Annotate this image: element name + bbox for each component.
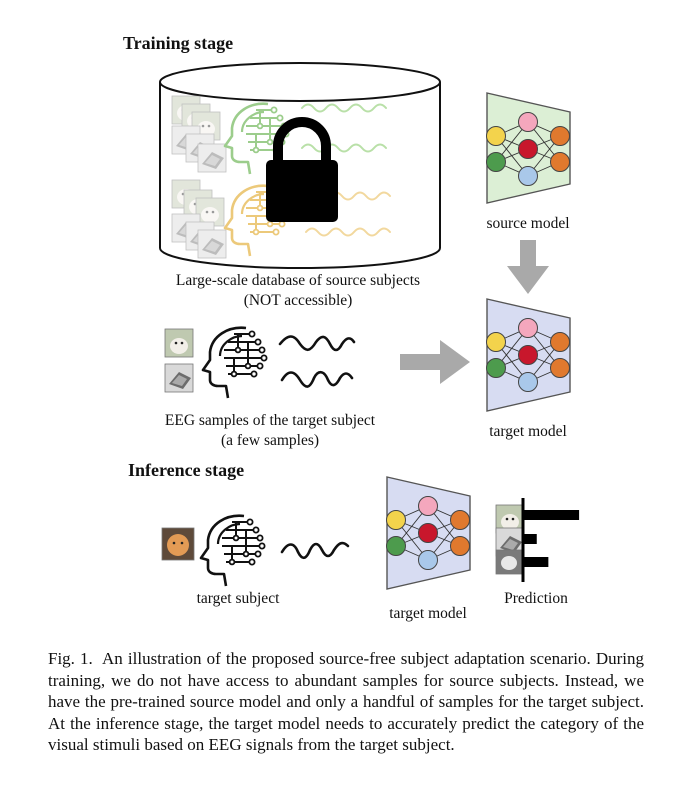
target-subject-label: target subject	[197, 590, 280, 607]
prediction-bar-3	[524, 557, 549, 567]
prediction-bar-2	[524, 534, 537, 544]
prediction-bar-1	[524, 510, 580, 520]
target-model-label-inference: target model	[389, 605, 467, 622]
target-eeg-signal-icon	[278, 335, 356, 388]
down-arrow-icon	[507, 240, 549, 294]
target-samples-label-line1: EEG samples of the target subject	[165, 412, 376, 429]
target-sample-thumbnails	[164, 328, 194, 393]
inference-eeg-signal-icon	[280, 541, 350, 560]
prediction-bars	[524, 510, 580, 567]
inference-stimulus-thumbnail	[161, 527, 195, 561]
database-label-line2: (NOT accessible)	[244, 292, 353, 309]
prediction-thumbnails	[495, 504, 525, 575]
source-database-cylinder	[159, 62, 441, 269]
target-head-icon	[201, 326, 268, 400]
caption-label: Fig. 1.	[48, 649, 93, 668]
source-model-label: source model	[486, 215, 569, 232]
figure-diagram: Training stage	[123, 33, 580, 622]
inference-head-icon	[199, 514, 266, 588]
database-label-line1: Large-scale database of source subjects	[176, 272, 420, 289]
prediction-label: Prediction	[504, 590, 568, 607]
training-stage-title: Training stage	[123, 33, 233, 53]
lock-icon	[266, 117, 338, 222]
target-model-label-training: target model	[489, 423, 567, 440]
inference-stage-title: Inference stage	[128, 460, 244, 480]
right-arrow-icon	[400, 340, 470, 384]
figure-caption: Fig. 1. An illustration of the proposed …	[48, 648, 644, 756]
caption-text: An illustration of the proposed source-f…	[48, 649, 645, 755]
target-samples-label-line2: (a few samples)	[221, 432, 319, 449]
source-model-icon	[486, 92, 571, 204]
target-model-inference-icon	[386, 476, 471, 590]
target-model-training-icon	[486, 298, 571, 412]
